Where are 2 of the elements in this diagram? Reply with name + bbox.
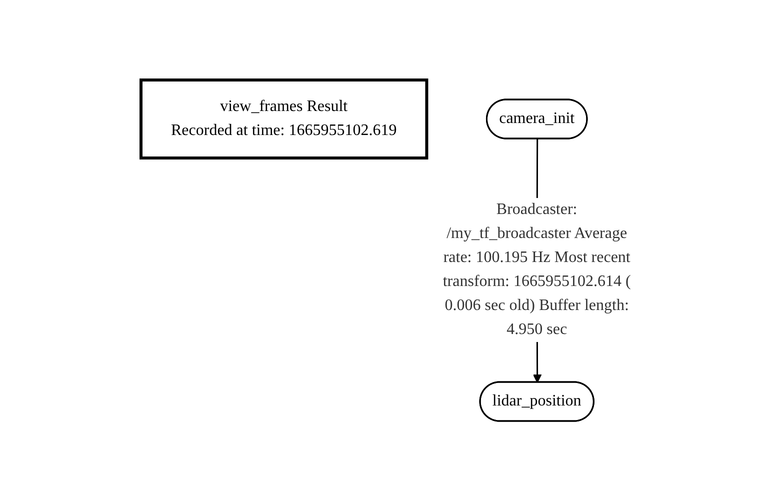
edge-label: Broadcaster: /my_tf_broadcaster Average rate: 100.195 Hz Most recent transform: 1665955102.614 ( 0.006 sec old) Buffer length: 4.950 sec xyxy=(442,200,631,338)
node-box: view_frames Result Recorded at time: 1665955102.619 xyxy=(140,78,428,159)
